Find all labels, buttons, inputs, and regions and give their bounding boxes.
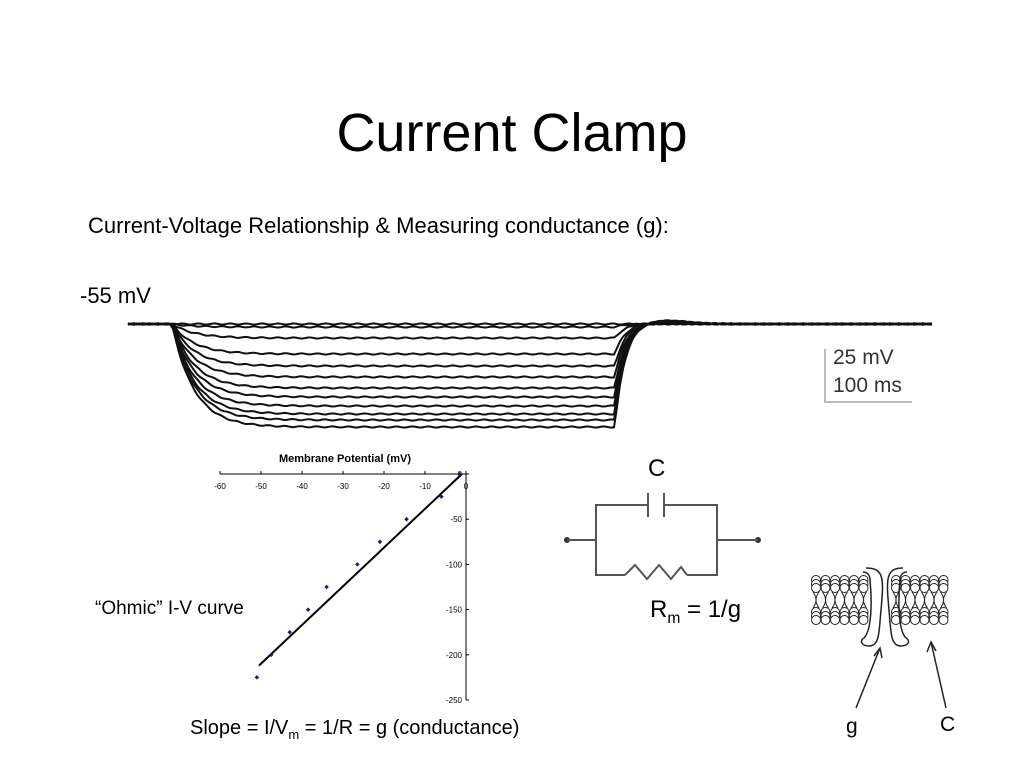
lipid-head [820,583,831,593]
x-tick-label: -30 [337,482,349,491]
capacitor-label: C [648,455,666,482]
channel-protein-right [886,567,910,647]
lipid-head [830,615,840,625]
slope-prefix: Slope = I/V [190,717,289,739]
lipid-tail [860,591,867,609]
scale-bar-voltage-label: 25 mV [833,346,894,369]
data-point [404,516,409,522]
x-tick-label: -40 [296,482,308,491]
y-tick-label: -50 [450,515,462,524]
voltage-traces [127,319,933,429]
lipid-tail [892,591,900,609]
lipid-head [938,615,949,625]
rm-formula: = 1/g [680,596,742,623]
x-tick-label: -60 [214,482,226,491]
scale-bar-horizontal [824,401,912,403]
slope-subscript: m [288,727,300,742]
voltage-trace [127,321,932,368]
data-point [305,607,311,612]
slide-subtitle: Current-Voltage Relationship & Measuring… [88,213,669,238]
lipid-tail [911,591,919,609]
y-tick-label: -100 [446,560,463,569]
arrow-g [855,647,881,709]
lipid-head [938,583,949,593]
lipid-tail [822,591,829,609]
scale-bar-time-label: 100 ms [833,374,902,397]
lipid-tail [940,591,947,609]
lipid-head [919,583,930,593]
lipid-head [849,583,859,593]
rm-subscript: m [667,609,681,627]
slope-formula: Slope = I/Vm = 1/R = g (conductance) [190,717,519,742]
lipid-tail [930,591,938,609]
y-tick-label: -200 [446,651,463,660]
lipid-head [929,615,939,625]
rc-circuit-diagram [564,493,761,581]
lipid-head [900,583,911,593]
resistor-zigzag [624,563,688,581]
voltage-trace [127,319,933,429]
lipid-head [900,615,911,625]
ohmic-curve-label: “Ohmic” I-V curve [95,598,244,619]
membrane-diagram [811,567,949,709]
lipid-head [839,583,850,593]
lipid-head [929,583,939,593]
lipid-head [858,583,869,593]
y-tick-label: -150 [446,606,463,615]
conductance-label: g [846,715,858,738]
lipid-tail [921,591,928,609]
lipid-head [858,615,869,625]
arrow-c [930,641,947,709]
voltage-trace [127,319,932,416]
lipid-tail [902,591,909,609]
lipid-head [830,583,840,593]
lipid-tail [812,591,820,609]
data-point [355,562,360,567]
lipid-tail [850,591,858,609]
voltage-trace [127,320,932,379]
membrane-resistance-formula: Rm = 1/g [650,596,741,628]
data-point [254,675,260,680]
data-point [377,539,383,545]
lipid-head [910,583,920,593]
lipid-head [910,615,920,625]
x-tick-label: 0 [464,482,469,491]
lipid-head [839,615,850,625]
x-tick-label: -20 [378,482,390,491]
fit-line [258,473,463,667]
rm-symbol: R [650,596,668,623]
channel-protein-left [860,567,884,647]
lipid-head [919,615,930,625]
lipid-tail [841,591,848,609]
y-tick-label: -250 [446,696,463,705]
lipid-tail [831,591,839,609]
iv-chart: Membrane Potential (mV) -60 -50 -40 -30 -20 -… [214,453,469,705]
arrowhead-g [873,646,883,659]
chart-title: Membrane Potential (mV) [279,453,411,465]
lipid-head [811,583,821,593]
scale-bar-vertical [824,349,826,402]
arrowhead-c [926,640,937,653]
lipid-head [849,615,859,625]
capacitance-label: C [940,713,956,736]
data-point [324,584,329,590]
slide-title: Current Clamp [336,103,688,163]
resting-potential-label: -55 mV [80,283,151,308]
x-tick-label: -10 [419,482,431,491]
lipid-head [820,615,831,625]
x-tick-label: -50 [255,482,267,491]
slope-suffix: = 1/R = g (conductance) [299,717,520,739]
lipid-head [811,615,821,625]
